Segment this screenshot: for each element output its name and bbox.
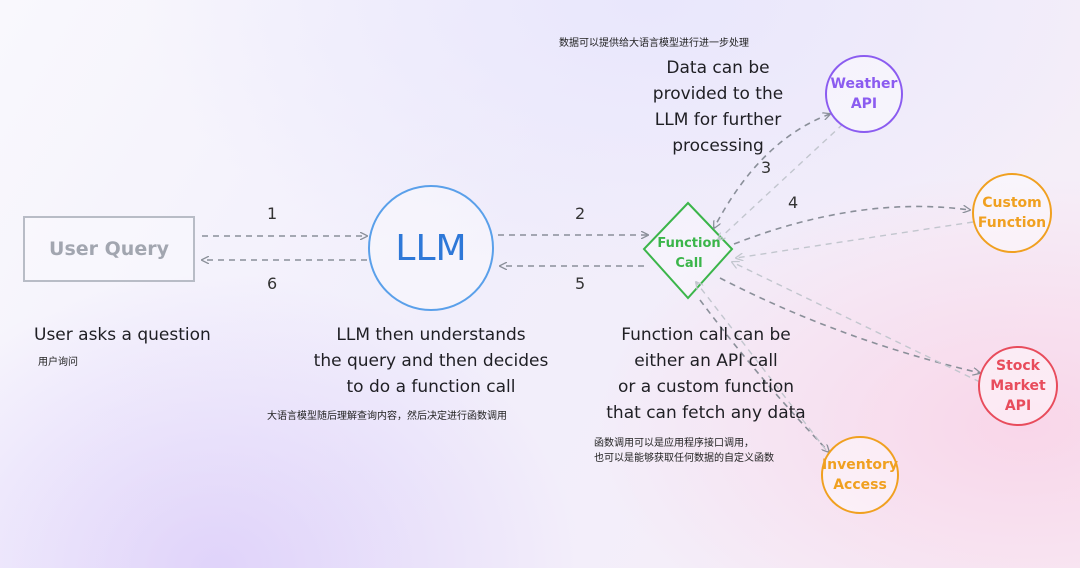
- function-call-label: Function Call: [648, 234, 730, 274]
- inventory-access-label-line: Access: [833, 477, 887, 493]
- step-number-1: 1: [267, 204, 278, 223]
- return-custom: [736, 221, 974, 258]
- function-call-caption-line: either an API call: [634, 351, 778, 371]
- llm-caption-en: LLM then understands the query and then …: [300, 322, 562, 400]
- data-note-caption-cn: 数据可以提供给大语言模型进行进一步处理: [559, 38, 749, 49]
- weather-api-node: Weather API: [825, 55, 903, 133]
- arrow-function-to-inventory: [699, 299, 829, 452]
- return-stock: [732, 262, 981, 383]
- return-inventory: [696, 282, 827, 451]
- step-number-3: 3: [761, 158, 772, 177]
- stock-market-label-line: API: [1004, 398, 1032, 414]
- step-number-6: 6: [267, 274, 278, 293]
- arrow-function-to-stock: [719, 277, 980, 373]
- data-note-caption-line: Data can be: [666, 58, 770, 78]
- custom-function-label-line: Custom: [982, 195, 1042, 211]
- llm-caption-line: the query and then decides: [313, 351, 549, 371]
- function-call-label-line: Call: [675, 256, 703, 271]
- weather-api-label-line: API: [850, 96, 878, 112]
- user-query-box: User Query: [23, 216, 195, 282]
- function-call-caption-cn-line: 也可以是能够获取任何数据的自定义函数: [594, 453, 774, 464]
- custom-function-node: Custom Function: [972, 173, 1052, 253]
- data-note-caption-line: LLM for further: [654, 110, 782, 130]
- arrow-4-function-to-custom: [733, 206, 970, 245]
- step-number-4: 4: [788, 193, 799, 212]
- llm-circle: LLM: [368, 185, 494, 311]
- inventory-access-label-line: Inventory: [821, 457, 899, 473]
- function-call-caption-cn: 函数调用可以是应用程序接口调用， 也可以是能够获取任何数据的自定义函数: [594, 436, 774, 466]
- llm-caption-line: LLM then understands: [336, 325, 526, 345]
- function-call-caption-line: or a custom function: [617, 377, 795, 397]
- user-query-label: User Query: [49, 238, 169, 260]
- function-call-caption-line: Function call can be: [621, 325, 791, 345]
- stock-market-label-line: Market: [990, 378, 1046, 394]
- user-query-caption-en: User asks a question: [34, 325, 211, 345]
- function-call-caption-en: Function call can be either an API call …: [596, 322, 816, 426]
- llm-caption-cn: 大语言模型随后理解查询内容，然后决定进行函数调用: [267, 411, 507, 422]
- llm-caption-line: to do a function call: [346, 377, 516, 397]
- weather-api-label-line: Weather: [830, 76, 898, 92]
- llm-label: LLM: [395, 227, 467, 269]
- inventory-access-node: Inventory Access: [821, 436, 899, 514]
- function-call-caption-cn-line: 函数调用可以是应用程序接口调用，: [594, 438, 754, 449]
- stock-market-label-line: Stock: [995, 358, 1040, 374]
- function-call-caption-line: that can fetch any data: [606, 403, 806, 423]
- step-number-2: 2: [575, 204, 586, 223]
- function-call-label-line: Function: [657, 236, 721, 251]
- step-number-5: 5: [575, 274, 586, 293]
- data-note-caption-en: Data can be provided to the LLM for furt…: [626, 55, 810, 159]
- arrow-3-weather-to-function: [714, 114, 830, 228]
- data-note-caption-line: provided to the: [652, 84, 784, 104]
- user-query-caption-cn: 用户询问: [38, 357, 78, 368]
- custom-function-label-line: Function: [977, 215, 1047, 231]
- stock-market-api-node: Stock Market API: [978, 346, 1058, 426]
- data-note-caption-line: processing: [672, 136, 764, 156]
